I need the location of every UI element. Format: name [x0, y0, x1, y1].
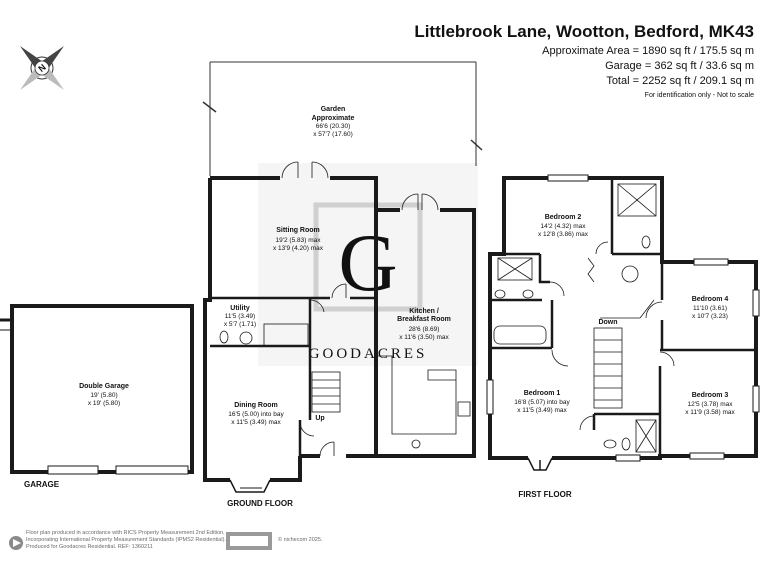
ground-floor-walls [203, 176, 476, 482]
bedroom3-dim1: 12'5 (3.78) max [688, 401, 734, 408]
bedroom2-dim1: 14'2 (4.32) max [541, 223, 587, 230]
bedroom3-name: Bedroom 3 [692, 392, 729, 399]
room-label-utility: Utility 11'5 (3.49) x 5'7 (1.71) [224, 305, 256, 328]
footer-copyright: © nichecom 2025. [278, 537, 323, 543]
utility-name: Utility [230, 305, 250, 312]
footer-line-2: Incorporating International Property Mea… [26, 537, 226, 543]
first-floor-windows [486, 174, 760, 462]
double-garage-walls [0, 304, 194, 475]
kitchen-name2: Breakfast Room [397, 316, 451, 323]
approximate-area: Approximate Area = 1890 sq ft / 175.5 sq… [542, 45, 754, 57]
room-label-bedroom-4: Bedroom 4 11'10 (3.61) x 10'7 (3.23) [692, 296, 729, 320]
kitchen-name: Kitchen / [409, 308, 439, 315]
compass-icon: N [20, 46, 64, 90]
room-label-garden: Garden Approximate 66'6 (20.30) x 57'7 (… [312, 106, 355, 138]
utility-dim1: 11'5 (3.49) [225, 313, 255, 320]
bedroom3-dim2: x 11'9 (3.58) max [685, 409, 735, 416]
dining-room-name: Dining Room [234, 402, 278, 409]
garden-dim1: 66'6 (20.30) [316, 123, 351, 130]
room-label-kitchen: Kitchen / Breakfast Room 28'6 (8.69) x 1… [397, 308, 451, 341]
kitchen-dim1: 28'6 (8.69) [409, 326, 440, 333]
garden-doors-sitting [281, 161, 329, 179]
sitting-room-name: Sitting Room [276, 227, 320, 234]
first-floor-doors [549, 241, 675, 431]
ground-floor-stairs [311, 371, 341, 413]
footer-disclaimer: Floor plan produced in accordance with R… [26, 530, 226, 551]
garden-doors-kitchen [401, 193, 439, 211]
stairs-up-label: Up [315, 415, 324, 422]
garage-floor-label: GARAGE [24, 480, 60, 489]
bedroom4-dim1: 11'10 (3.61) [693, 305, 727, 312]
dining-bay-window [229, 479, 271, 493]
stairs-down-label: Down [598, 319, 617, 326]
bedroom1-bay-window [527, 457, 553, 471]
footer-line-3: Produced for Goodacres Residential. REF:… [26, 544, 153, 550]
garage-area: Garage = 362 sq ft / 33.6 sq m [605, 60, 754, 72]
goodacres-watermark: G GOODACRES [258, 163, 478, 366]
room-label-bedroom-1: Bedroom 1 16'8 (5.07) into bay x 11'5 (3… [514, 390, 570, 414]
utility-fixtures [219, 323, 309, 347]
double-garage-dim1: 19' (5.80) [90, 392, 117, 399]
bedroom4-name: Bedroom 4 [692, 296, 729, 303]
room-label-sitting-room: Sitting Room 19'2 (5.83) max x 13'9 (4.2… [273, 227, 324, 252]
watermark-brand: GOODACRES [309, 346, 428, 362]
nichecom-logo-icon [226, 532, 272, 550]
ground-floor-label: GROUND FLOOR [227, 499, 293, 508]
bedroom1-dim2: x 11'5 (3.49) max [517, 407, 567, 414]
dining-room-dim2: x 11'5 (3.49) max [231, 419, 281, 426]
room-label-dining-room: Dining Room 16'5 (5.00) into bay x 11'5 … [228, 402, 284, 426]
double-garage-dim2: x 19' (5.80) [88, 400, 120, 407]
dining-room-dim1: 16'5 (5.00) into bay [228, 411, 284, 418]
footer-line-1: Floor plan produced in accordance with R… [26, 530, 225, 536]
total-area: Total = 2252 sq ft / 209.1 sq m [606, 75, 754, 87]
room-label-bedroom-2: Bedroom 2 14'2 (4.32) max x 12'8 (3.86) … [538, 214, 589, 238]
property-address-title: Littlebrook Lane, Wootton, Bedford, MK43 [414, 22, 754, 41]
bedroom1-dim1: 16'8 (5.07) into bay [514, 399, 570, 406]
room-label-bedroom-3: Bedroom 3 12'5 (3.78) max x 11'9 (3.58) … [685, 392, 735, 416]
utility-dim2: x 5'7 (1.71) [224, 321, 256, 328]
garden-approx: Approximate [312, 115, 355, 122]
sitting-room-dim1: 19'2 (5.83) max [276, 237, 322, 244]
watermark-letter: G [338, 217, 397, 308]
kitchen-dim2: x 11'6 (3.50) max [399, 334, 449, 341]
garden-dim2: x 57'7 (17.60) [313, 131, 353, 138]
double-garage-name: Double Garage [79, 383, 129, 390]
bedroom1-name: Bedroom 1 [524, 390, 561, 397]
garden-outline [202, 61, 483, 176]
identification-note: For identification only - Not to scale [644, 92, 754, 99]
internal-doors-ground [299, 283, 347, 457]
sitting-room-dim2: x 13'9 (4.20) max [273, 245, 324, 252]
first-floor-stairs [593, 299, 655, 409]
bedroom2-name: Bedroom 2 [545, 214, 582, 221]
bedroom4-dim2: x 10'7 (3.23) [692, 313, 728, 320]
room-label-double-garage: Double Garage 19' (5.80) x 19' (5.80) [79, 383, 129, 407]
first-floor-label: FIRST FLOOR [518, 490, 572, 499]
rics-logo-icon [9, 536, 23, 550]
compass-north-label: N [36, 62, 47, 74]
bedroom2-dim2: x 12'8 (3.86) max [538, 231, 589, 238]
first-floor-internal-walls [490, 178, 756, 458]
kitchen-units [378, 355, 471, 449]
bathroom-fixtures [493, 183, 657, 453]
garden-name: Garden [321, 106, 346, 113]
